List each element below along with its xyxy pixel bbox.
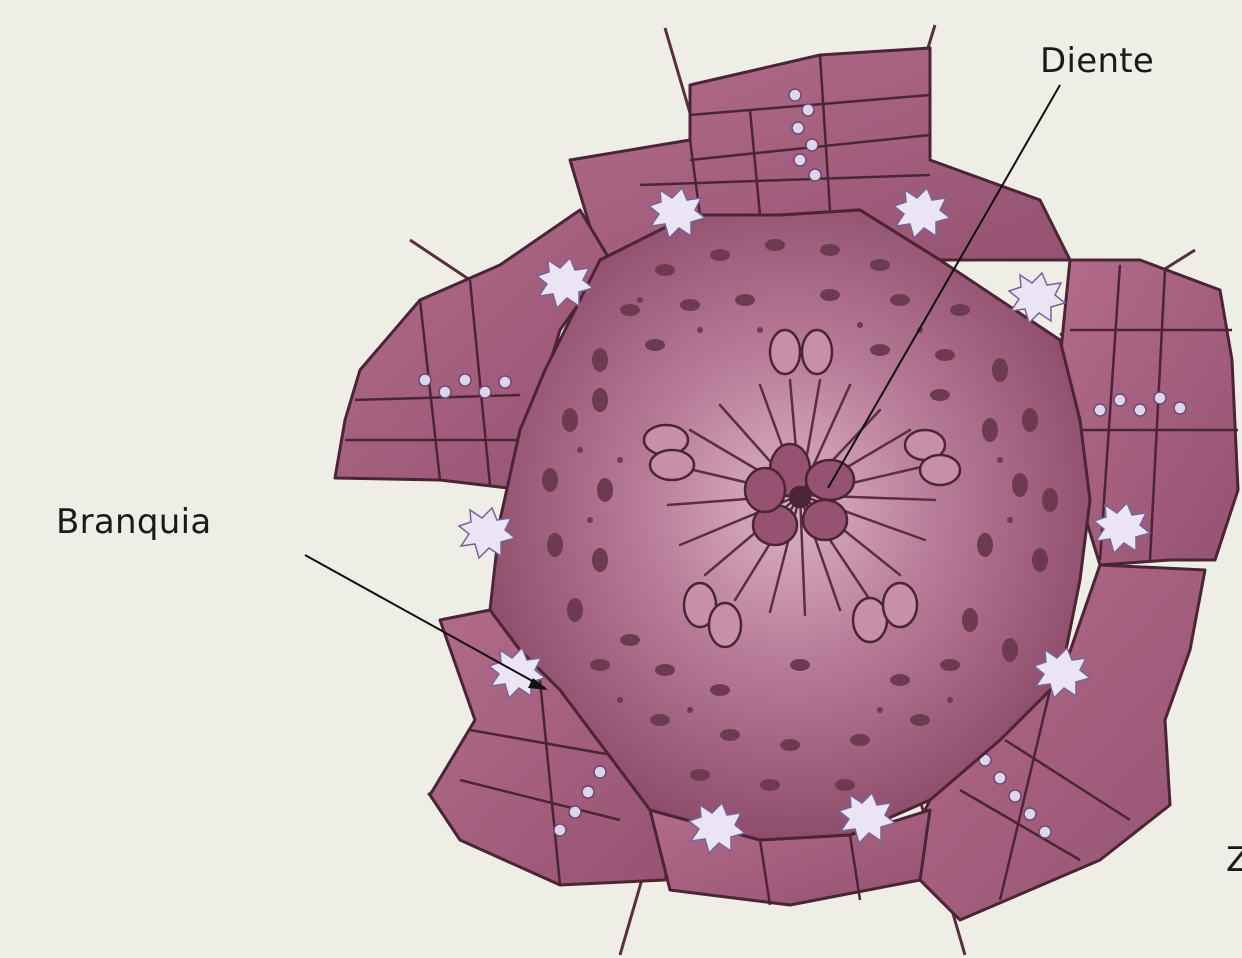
diente-label: Diente [1040,41,1154,81]
branquia-label: Branquia [56,502,212,542]
cut-off-label-fragment: Z [1226,840,1242,880]
